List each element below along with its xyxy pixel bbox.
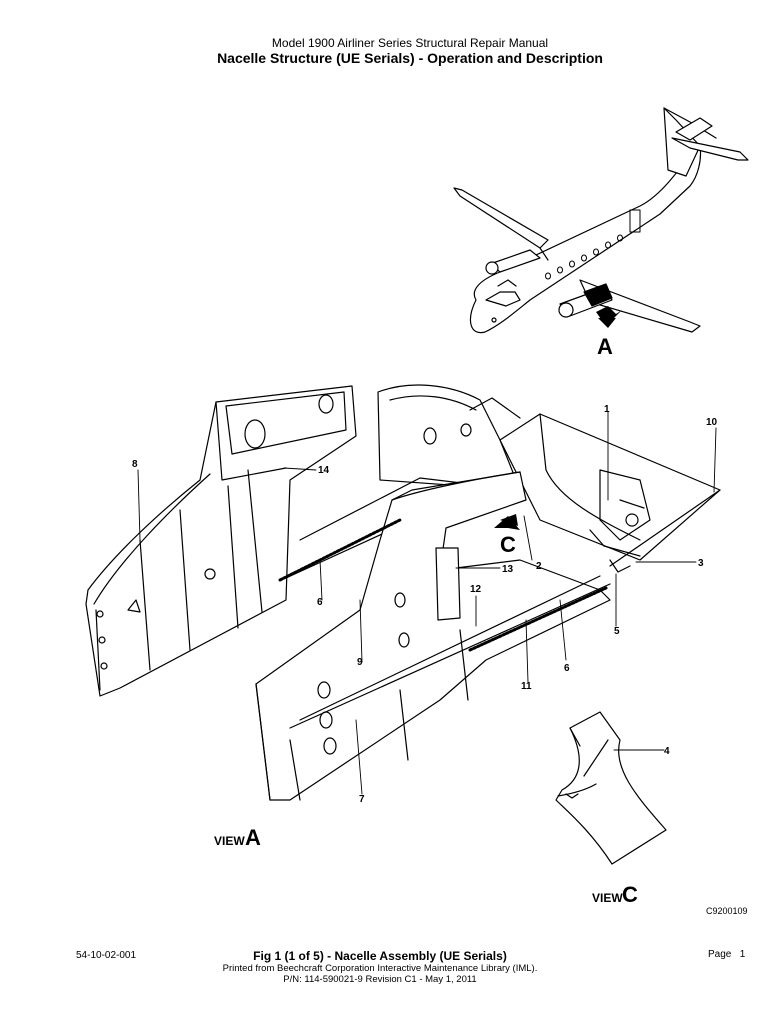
page-indicator: Page 1: [708, 949, 745, 960]
callout-7: 7: [359, 794, 365, 805]
callout-11: 11: [521, 681, 532, 692]
right-aft-structure: [499, 413, 721, 573]
page-label: Page: [708, 949, 732, 960]
view-c-marker-letter: C: [500, 532, 516, 557]
callout-10: 10: [706, 417, 718, 428]
callout-13: 13: [502, 564, 514, 575]
callout-12: 12: [470, 584, 482, 595]
callout-14: 14: [318, 465, 330, 476]
view-c-detail-part: [555, 711, 667, 865]
section-title: Nacelle Structure (UE Serials) - Operati…: [217, 50, 603, 66]
serrated-strip-left: [278, 518, 402, 582]
printed-from-note: Printed from Beechcraft Corporation Inte…: [222, 963, 538, 974]
view-a-label-letter: A: [245, 825, 261, 850]
figure-caption-block: Fig 1 (1 of 5) - Nacelle Assembly (UE Se…: [0, 949, 760, 985]
view-c-label-word: VIEW: [592, 891, 623, 905]
callout-8: 8: [132, 459, 138, 470]
callout-2: 2: [536, 561, 542, 572]
figure-caption: Fig 1 (1 of 5) - Nacelle Assembly (UE Se…: [253, 949, 507, 963]
callout-leaders: [137, 411, 717, 795]
aircraft-locator-drawing: [453, 107, 749, 334]
callout-9: 9: [357, 657, 363, 668]
drawing-number: C9200109: [706, 906, 748, 916]
view-c-label-letter: C: [622, 882, 638, 907]
view-c-arrow: [494, 516, 520, 530]
doc-number: 54-10-02-001: [76, 950, 137, 961]
right-side-panel: [255, 471, 611, 801]
callout-5: 5: [614, 626, 620, 637]
callout-6-right: 6: [564, 663, 570, 674]
callout-1: 1: [604, 404, 610, 415]
callout-4: 4: [664, 746, 670, 757]
view-a-marker-letter: A: [597, 334, 613, 359]
page-number: 1: [739, 949, 746, 960]
callout-3: 3: [698, 558, 704, 569]
view-a-label-word: VIEW: [214, 834, 245, 848]
part-number: P/N: 114-590021-9 Revision C1 - May 1, 2…: [283, 974, 477, 985]
left-side-panel: [85, 385, 357, 697]
callout-6-left: 6: [317, 597, 323, 608]
manual-title: Model 1900 Airliner Series Structural Re…: [271, 36, 549, 50]
serrated-strip-right: [468, 586, 608, 652]
